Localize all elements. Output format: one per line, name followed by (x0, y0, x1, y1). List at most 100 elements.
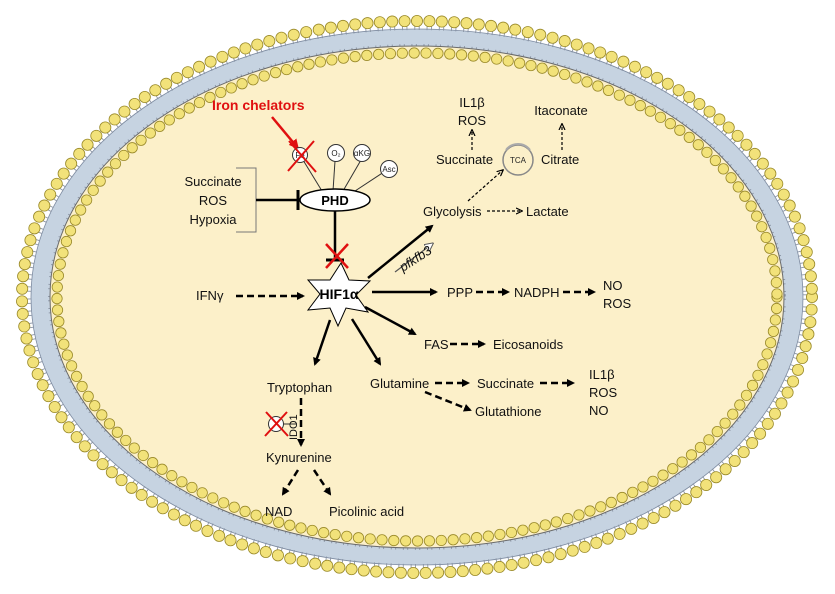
kynurenine-label: Kynurenine (266, 450, 332, 465)
lipid-head (517, 524, 529, 536)
o2-cofactor-icon (327, 144, 345, 162)
lipid-head (647, 475, 659, 487)
lipid-head (692, 139, 704, 151)
lipid-head (135, 488, 148, 501)
lipid-head (717, 163, 729, 175)
lipid-head (514, 57, 526, 69)
lipid-head (761, 417, 774, 430)
lipid-head (756, 157, 769, 170)
lipid-head (783, 199, 796, 212)
lipid-head (771, 177, 784, 190)
lipid-head (590, 536, 603, 549)
lipid-head (20, 332, 33, 345)
lipid-head (423, 15, 436, 28)
ido1-label: IDO1 (288, 414, 300, 440)
lipid-head (542, 551, 555, 564)
lipid-head (108, 113, 121, 126)
lipid-head (269, 67, 282, 79)
lipid-head (700, 478, 713, 491)
lipid-head (89, 400, 101, 412)
hif1a-node (306, 261, 372, 328)
asc-cofactor-label: Asc (382, 165, 395, 174)
lipid-head (469, 563, 482, 576)
lipid-head (55, 327, 67, 339)
lipid-head (236, 538, 249, 551)
lipid-head (213, 529, 226, 542)
lipid-head (109, 158, 122, 170)
il1b-top-label: IL1β (459, 95, 485, 110)
lipid-head (494, 528, 506, 541)
lipid-head (672, 84, 685, 97)
lipid-head (573, 509, 585, 521)
lipid-head (321, 559, 334, 572)
lipid-head (18, 320, 31, 333)
lipid-head (216, 50, 229, 63)
lipid-head (447, 534, 459, 546)
lipid-head (81, 194, 93, 206)
lipid-head (432, 47, 444, 60)
lipid-head (111, 426, 123, 438)
lipid-head (521, 26, 534, 39)
lipid-head (517, 556, 530, 569)
lipid-head (357, 564, 370, 577)
lipid-head (485, 19, 498, 32)
fas-label: FAS (424, 337, 449, 352)
lipid-head (636, 517, 649, 530)
lipid-head (51, 304, 64, 316)
lipid-head (647, 511, 660, 524)
lipid-head (52, 269, 64, 282)
lipid-head (472, 18, 485, 31)
lipid-head (690, 486, 703, 499)
lipid-head (382, 566, 395, 579)
lipid-head (756, 221, 768, 233)
lipid-head (770, 276, 782, 289)
citrate-label: Citrate (541, 152, 579, 167)
lipid-head (120, 434, 132, 447)
lipid-head (509, 23, 522, 36)
no-right-label: NO (603, 278, 623, 293)
lipid-head (410, 14, 423, 27)
lipid-head (624, 94, 636, 106)
lipid-head (201, 524, 214, 537)
lipid-head (76, 380, 88, 393)
lipid-head (602, 84, 615, 96)
lipid-head (326, 54, 338, 66)
lipid-head (719, 417, 731, 429)
lipid-head (432, 566, 445, 579)
lipid-head (48, 401, 61, 414)
lipid-head (207, 492, 219, 504)
lipid-head (166, 470, 178, 482)
lipid-head (273, 516, 285, 528)
lipid-head (640, 66, 653, 79)
lipid-head (239, 42, 252, 55)
lipid-head (24, 234, 37, 247)
hif1a-targets (313, 224, 438, 366)
ifng-label: IFNγ (196, 288, 224, 303)
lipid-head (804, 270, 817, 283)
lipid-head (341, 530, 353, 542)
lipid-head (793, 222, 806, 235)
lipid-head (701, 146, 713, 158)
lipid-head (259, 545, 272, 558)
lipid-head (740, 138, 753, 151)
lipid-head (57, 247, 69, 259)
lipid-head (156, 502, 169, 515)
lipid-head (154, 120, 166, 132)
lipid-head (751, 210, 763, 222)
nadph-label: NADPH (514, 285, 560, 300)
lipid-head (263, 35, 276, 48)
lipid-head (771, 302, 783, 315)
lipid-head (376, 534, 388, 546)
lipid-head (803, 258, 816, 271)
lipid-head (719, 463, 732, 476)
lipid-head (373, 16, 386, 29)
lipid-head (562, 512, 574, 525)
lipid-head (247, 542, 260, 555)
lipid-head (761, 348, 773, 360)
lipid-head (546, 31, 559, 44)
lipid-head (536, 62, 548, 74)
lipid-head (204, 55, 217, 68)
lipid-head (333, 561, 346, 574)
lipid-head (752, 369, 764, 381)
lipid-head (769, 265, 781, 277)
